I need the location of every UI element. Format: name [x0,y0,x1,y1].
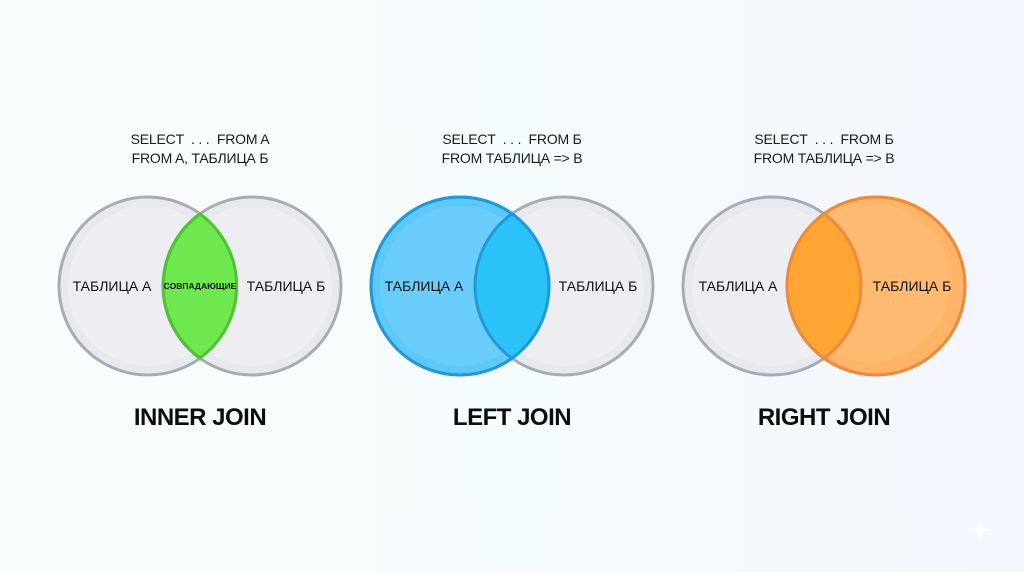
left-join-panel: SELECT . . . FROM Б FROM ТАБЛИЦА => В ТА… [352,0,672,572]
sql-line-2: FROM A, ТАБЛИЦА Б [131,150,269,166]
table-b-label: ТАБЛИЦА Б [247,278,326,294]
table-a-label: ТАБЛИЦА А [385,278,464,294]
right-join-panel: SELECT . . . FROM Б FROM ТАБЛИЦА => В ТА… [664,0,984,572]
table-b-label: ТАБЛИЦА Б [559,278,638,294]
sql-line-1: SELECT . . . FROM Б [754,131,894,147]
left-join-venn-diagram: ТАБЛИЦА А ТАБЛИЦА Б [369,195,655,377]
inner-join-panel: SELECT . . . FROM A FROM A, ТАБЛИЦА Б ТА… [40,0,360,572]
sql-line-2: FROM ТАБЛИЦА => В [441,150,583,166]
intersection-region [787,197,863,375]
right-join-title: RIGHT JOIN [757,404,891,431]
sql-line-1: SELECT . . . FROM A [130,131,270,147]
left-join-title: LEFT JOIN [452,404,572,431]
intersection-outline [161,212,239,360]
left-join-sql: SELECT . . . FROM Б FROM ТАБЛИЦА => В [352,130,672,168]
table-a-outline [369,195,551,377]
inner-join-sql: SELECT . . . FROM A FROM A, ТАБЛИЦА Б [40,130,360,168]
table-b-outline [785,195,967,377]
inner-join-title: INNER JOIN [133,404,267,431]
sql-line-1: SELECT . . . FROM Б [442,131,582,147]
sql-line-2: FROM ТАБЛИЦА => В [753,150,895,166]
inner-join-venn-diagram: ТАБЛИЦА А СОВПАДАЮЩИЕ ТАБЛИЦА Б [57,195,343,377]
intersection-region [473,197,549,375]
intersection-label: СОВПАДАЮЩИЕ [164,281,237,291]
sparkle-icon [968,518,992,542]
table-a-label: ТАБЛИЦА А [73,278,152,294]
right-join-venn-diagram: ТАБЛИЦА А ТАБЛИЦА Б [681,195,967,377]
table-a-label: ТАБЛИЦА А [699,278,778,294]
table-b-label: ТАБЛИЦА Б [873,278,952,294]
right-join-sql: SELECT . . . FROM Б FROM ТАБЛИЦА => В [664,130,984,168]
